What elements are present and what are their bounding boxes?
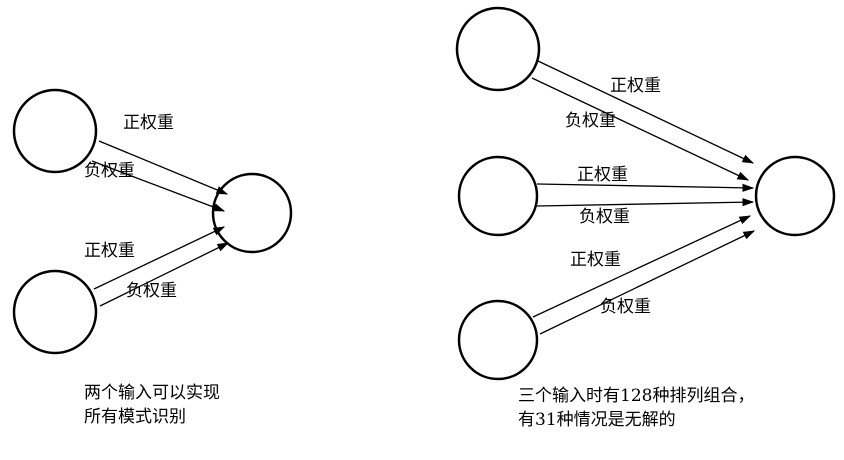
right-edge-label-middle-positive: 正权重	[577, 165, 628, 185]
left-network: 正权重 负权重 正权重 负权重 两个输入可以实现 所有模式识别	[12, 88, 293, 427]
right-edge-label-middle-negative: 负权重	[579, 207, 630, 227]
right-input-node-2	[457, 155, 539, 237]
right-edge-middle-positive	[536, 183, 755, 192]
left-edge-label-bottom-negative: 负权重	[126, 281, 177, 301]
left-caption-line1: 两个输入可以实现	[84, 383, 220, 403]
left-input-node-2	[12, 269, 98, 355]
right-output-node	[754, 155, 836, 237]
left-edge-bottom-positive	[93, 226, 226, 290]
right-input-node-1	[455, 6, 541, 92]
right-caption-line1: 三个输入时有128种排列组合，	[518, 386, 754, 406]
right-network: 正权重 负权重 正权重 负权重 正权重 负权重 三个输入时有128种排列组合， …	[455, 6, 836, 430]
right-input-node-3	[457, 299, 539, 381]
right-edge-label-top-negative: 负权重	[565, 111, 616, 131]
left-edge-label-bottom-positive: 正权重	[84, 241, 135, 261]
left-edge-label-top-positive: 正权重	[123, 113, 174, 133]
right-edge-bottom-positive	[532, 215, 752, 318]
right-caption-line2: 有31种情况是无解的	[518, 410, 676, 430]
right-edge-label-bottom-positive: 正权重	[570, 250, 621, 270]
right-edge-label-top-positive: 正权重	[610, 76, 661, 96]
left-edge-bottom-negative	[99, 242, 230, 307]
right-edge-top-positive	[537, 60, 755, 164]
left-output-node	[211, 172, 293, 254]
left-edge-label-top-negative: 负权重	[84, 161, 135, 181]
left-edge-top-positive	[98, 140, 229, 195]
right-edge-middle-negative	[536, 198, 755, 207]
right-edge-top-negative	[531, 77, 750, 181]
left-caption-line2: 所有模式识别	[84, 407, 186, 427]
left-edge-top-negative	[91, 160, 226, 212]
left-input-node-1	[12, 88, 98, 174]
right-edge-label-bottom-negative: 负权重	[600, 297, 651, 317]
right-edge-bottom-negative	[539, 230, 756, 335]
